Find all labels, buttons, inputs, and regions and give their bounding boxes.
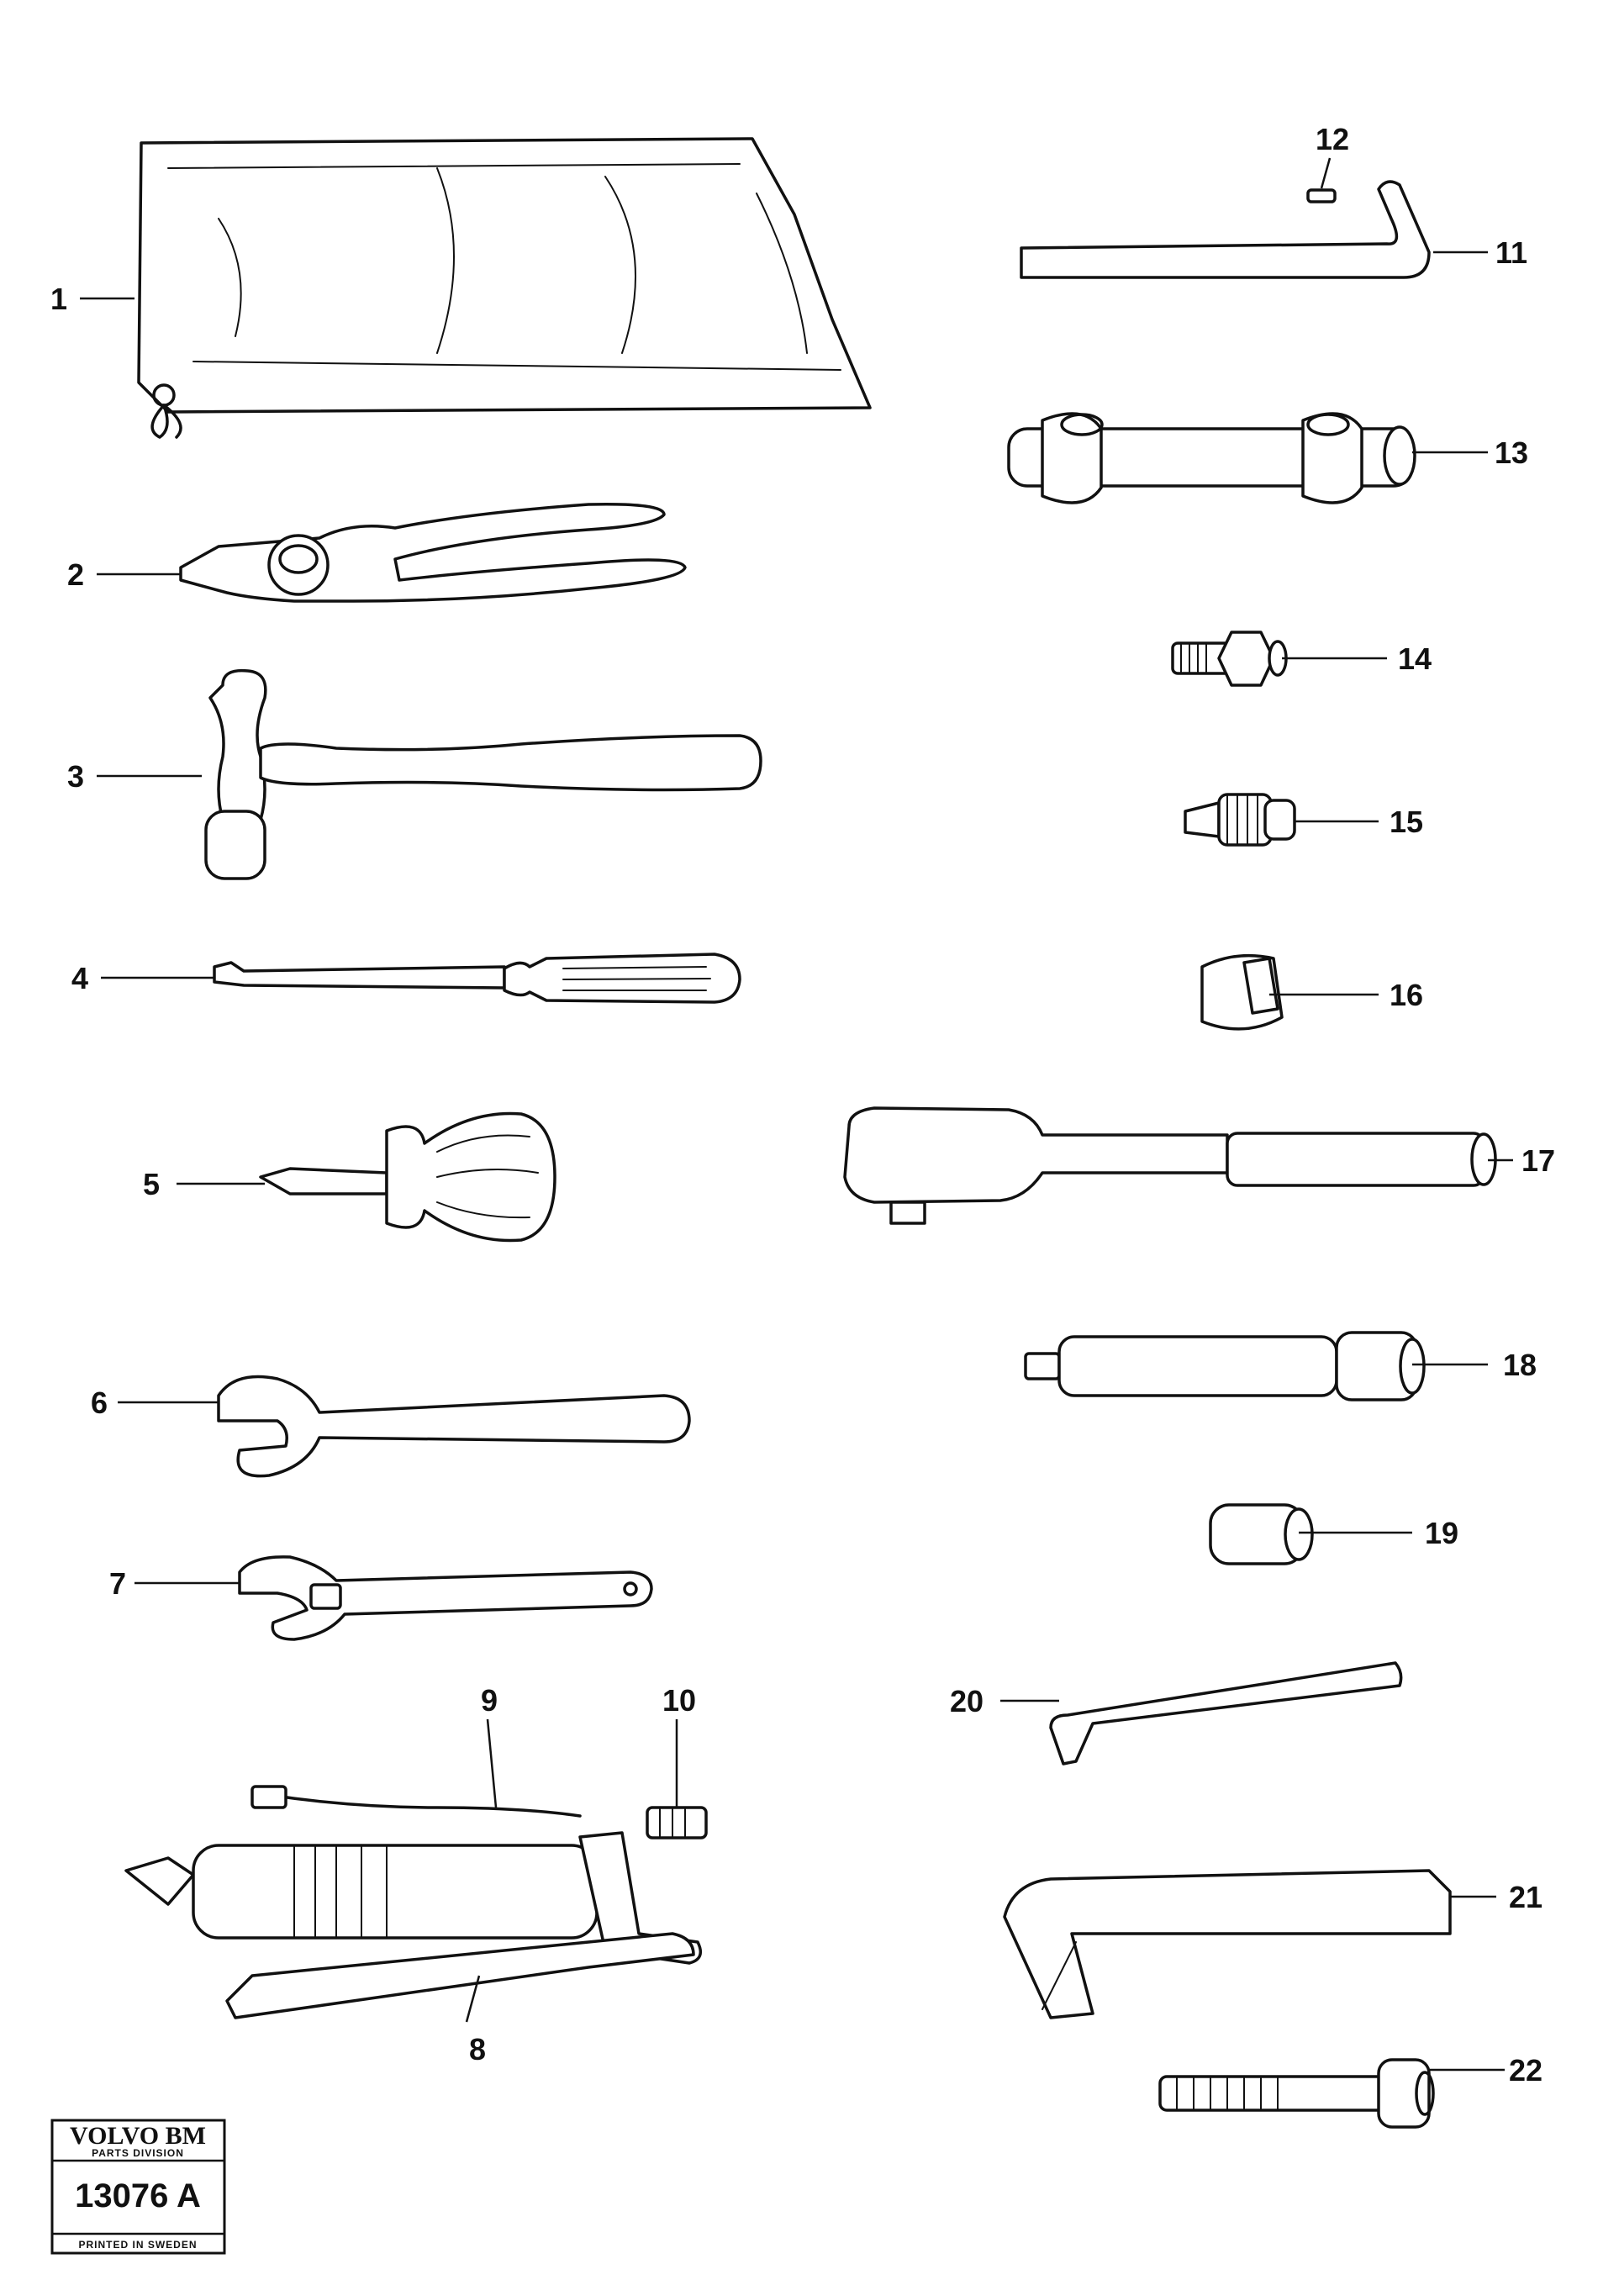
large-hex-key xyxy=(1003,1869,1452,2019)
callout-4: 4 xyxy=(71,961,88,995)
hammer xyxy=(204,668,762,880)
callout-2: 2 xyxy=(67,557,84,592)
callout-20: 20 xyxy=(950,1684,984,1718)
callout-22: 22 xyxy=(1509,2053,1543,2088)
callout-19: 19 xyxy=(1425,1516,1458,1550)
stamp-printed: PRINTED IN SWEDEN xyxy=(78,2239,197,2251)
open-end-wrench xyxy=(217,1375,691,1478)
socket xyxy=(1209,1503,1314,1565)
callout-1: 1 xyxy=(50,282,67,316)
grease-coupler xyxy=(1184,793,1296,847)
ratchet-handle xyxy=(843,1106,1497,1225)
callout-18: 18 xyxy=(1503,1348,1537,1382)
medium-hex-key xyxy=(1049,1661,1403,1766)
stamp-division: PARTS DIVISION xyxy=(92,2147,184,2159)
callout-6: 6 xyxy=(91,1386,108,1420)
leader-lines xyxy=(80,157,1513,2072)
callout-labels: 1 2 3 4 5 6 7 8 9 10 11 12 13 14 15 16 1… xyxy=(50,122,1555,2088)
short-screwdriver xyxy=(259,1111,556,1243)
adjustable-wrench xyxy=(238,1555,653,1641)
callout-5: 5 xyxy=(143,1167,160,1201)
small-hex-key xyxy=(1020,180,1431,279)
stamp-brand: VOLVO BM xyxy=(70,2122,206,2150)
callout-11: 11 xyxy=(1495,235,1527,270)
box-spanner xyxy=(1007,412,1416,504)
callout-13: 13 xyxy=(1495,435,1528,470)
grease-gun xyxy=(124,1785,708,2019)
threaded-nipple xyxy=(1171,631,1288,687)
callout-15: 15 xyxy=(1390,805,1423,839)
socket-bolt xyxy=(1158,2058,1435,2129)
callout-8: 8 xyxy=(469,2032,486,2066)
callout-7: 7 xyxy=(109,1566,126,1601)
callout-3: 3 xyxy=(67,759,84,794)
callout-17: 17 xyxy=(1521,1143,1555,1178)
callout-10: 10 xyxy=(662,1683,696,1718)
tool-bag xyxy=(137,137,872,439)
callout-14: 14 xyxy=(1398,641,1432,676)
callout-12: 12 xyxy=(1316,122,1349,156)
stamp-number: 13076 A xyxy=(75,2177,201,2214)
pliers xyxy=(179,503,687,603)
long-screwdriver xyxy=(213,953,741,1004)
pin xyxy=(1306,188,1337,203)
parts-stamp: VOLVO BM PARTS DIVISION 13076 A PRINTED … xyxy=(50,2119,226,2255)
callout-16: 16 xyxy=(1390,978,1423,1012)
split-bushing xyxy=(1200,953,1284,1031)
callout-9: 9 xyxy=(481,1683,498,1718)
socket-extension xyxy=(1024,1331,1426,1401)
callout-21: 21 xyxy=(1509,1880,1543,1914)
